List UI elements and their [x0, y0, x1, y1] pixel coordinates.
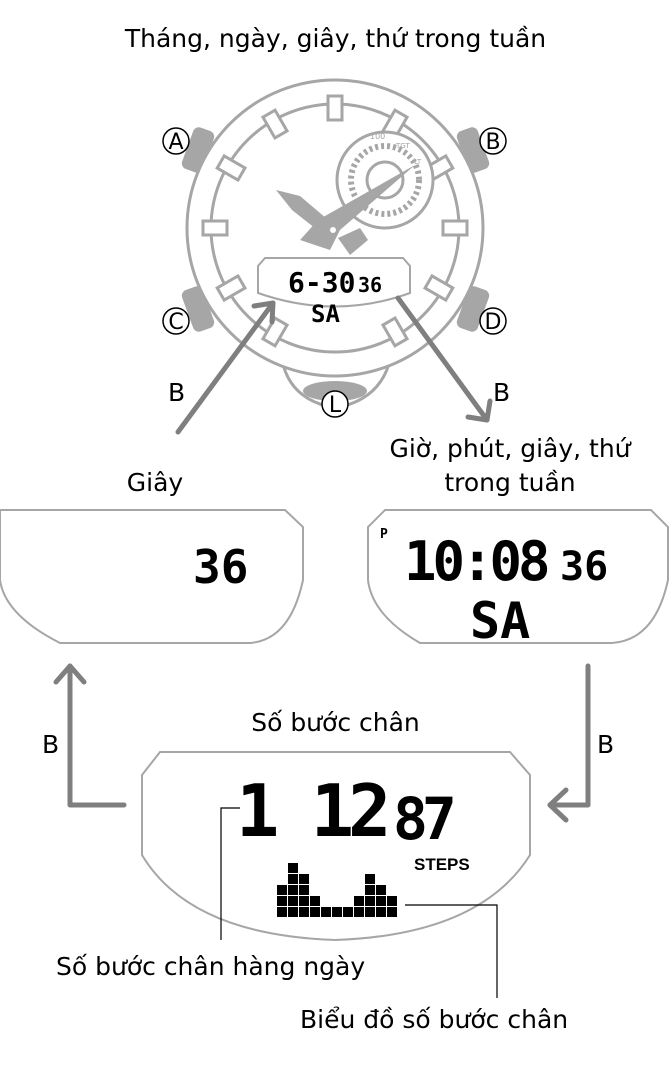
display-date: 6-30 [288, 266, 355, 299]
arrow-label-b: B [168, 378, 186, 407]
steps-screen: 1 12 87 STEPS [141, 751, 531, 942]
hour-marker [441, 219, 469, 237]
graph-cell [288, 885, 298, 895]
hour-marker [326, 94, 344, 122]
watch-display [257, 257, 411, 308]
graph-cell [365, 885, 375, 895]
steps-graph [277, 863, 397, 917]
button-b [456, 127, 490, 173]
graph-cell [354, 896, 364, 906]
arrow-label-b: B [493, 378, 511, 407]
graph-cell [343, 907, 353, 917]
seconds-title: Giây [126, 468, 184, 497]
arrow-down-left [547, 663, 591, 808]
daily-steps-label: Số bước chân hàng ngày [56, 952, 366, 981]
graph-cell [299, 907, 309, 917]
graph-cell [376, 885, 386, 895]
steps-title: Số bước chân [251, 708, 420, 737]
svg-text:D: D [485, 310, 502, 335]
arrows [53, 295, 591, 823]
graph-cell [354, 907, 364, 917]
time-day: SA [470, 592, 530, 650]
button-d [456, 286, 490, 332]
leader-line-daily [220, 807, 240, 940]
graph-cell [277, 885, 287, 895]
arrow-up-right [175, 300, 276, 435]
seconds-value: 36 [193, 540, 248, 594]
graph-cell [332, 907, 342, 917]
button-label-l: L [321, 390, 349, 418]
minute-hand [300, 165, 415, 250]
arrow-down-right [395, 295, 490, 423]
hour-marker [422, 273, 455, 303]
button-c [181, 286, 215, 332]
graph-cell [288, 896, 298, 906]
graph-cell [277, 907, 287, 917]
leader-line-graph [405, 904, 498, 998]
graph-cell [365, 907, 375, 917]
steps-small: 87 [393, 785, 453, 853]
graph-cell [288, 874, 298, 884]
display-day: SA [311, 300, 340, 328]
svg-text:A: A [168, 130, 183, 155]
subdial-label: 100 [370, 132, 385, 141]
steps-main: 1 12 [236, 769, 386, 853]
subdial-label: TGT [395, 142, 410, 150]
button-letters: A B C D L [162, 127, 507, 418]
arrow-label-b: B [42, 730, 60, 759]
steps-unit: STEPS [414, 855, 470, 874]
arrow-up [67, 663, 127, 808]
pm-indicator: P [380, 527, 388, 542]
graph-cell [310, 907, 320, 917]
graph-cell [376, 896, 386, 906]
graph-cell [321, 907, 331, 917]
steps-graph-label: Biểu đồ số bước chân [300, 1005, 569, 1034]
arrow-label-b: B [597, 730, 615, 759]
hour-marker [260, 315, 290, 348]
hour-marker [260, 108, 290, 141]
time-screen: P 10:08 36 SA [367, 509, 669, 650]
svg-text:L: L [329, 393, 342, 418]
button-a [181, 127, 215, 173]
graph-cell [299, 885, 309, 895]
subdial-label: LT [414, 158, 422, 166]
graph-cell [288, 907, 298, 917]
graph-cell [299, 874, 309, 884]
watch: 100 TGT LT 6-30 36 SA [181, 78, 490, 410]
graph-cell [365, 896, 375, 906]
graph-cell [376, 907, 386, 917]
graph-cell [288, 863, 298, 873]
display-seconds: 36 [358, 273, 382, 297]
hour-marker [380, 315, 410, 348]
button-label-c: C [162, 307, 190, 335]
svg-text:C: C [168, 310, 183, 335]
graph-cell [365, 874, 375, 884]
time-seconds: 36 [560, 544, 608, 590]
time-title-line1: Giờ, phút, giây, thứ [389, 434, 631, 463]
top-title: Tháng, ngày, giây, thứ trong tuần [124, 24, 547, 53]
graph-cell [387, 896, 397, 906]
hour-marker [201, 219, 229, 237]
hour-marker [215, 273, 248, 303]
graph-cell [387, 907, 397, 917]
svg-text:B: B [485, 130, 500, 155]
graph-cell [310, 896, 320, 906]
seconds-screen: 36 [0, 509, 304, 644]
time-value: 10:08 [404, 530, 548, 593]
hour-marker [215, 153, 248, 183]
time-title-line2: trong tuần [444, 468, 576, 497]
graph-cell [299, 896, 309, 906]
button-label-a: A [162, 127, 190, 155]
button-label-b: B [479, 127, 507, 155]
graph-cell [277, 896, 287, 906]
button-label-d: D [479, 307, 507, 335]
